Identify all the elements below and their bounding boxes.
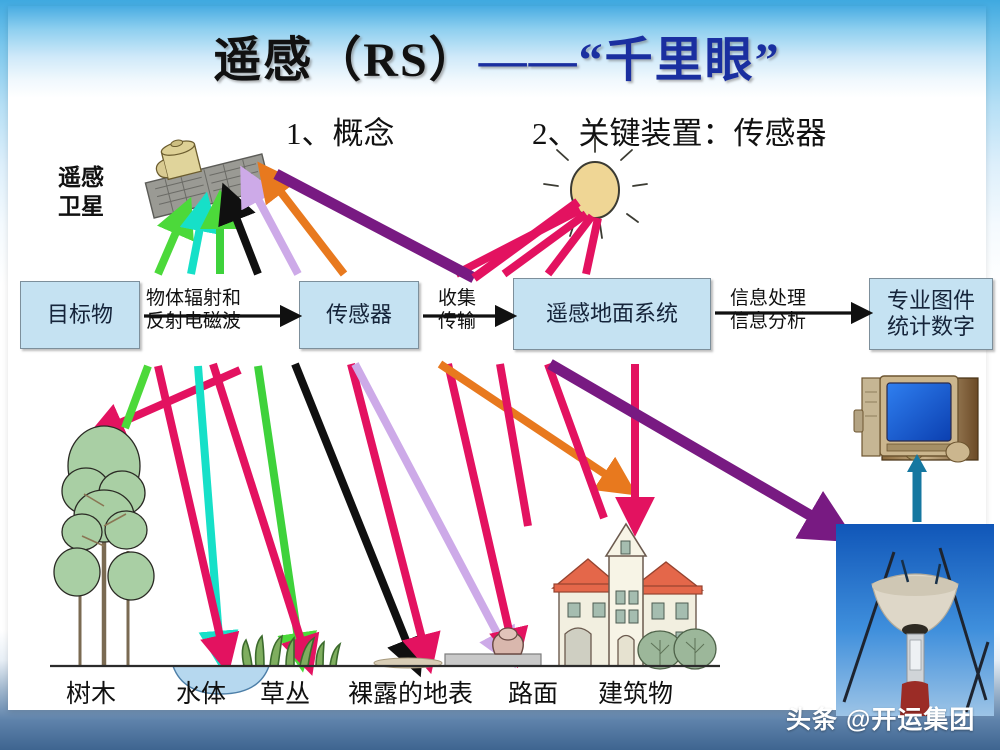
flow-label-radiate-line1: 物体辐射和	[146, 288, 242, 309]
water-body-illustration	[172, 665, 270, 695]
sun-ray-3	[544, 213, 596, 277]
upward-rays	[154, 161, 348, 277]
flow-box-sensor[interactable]: 传感器	[299, 281, 419, 349]
flow-box-ground-system-label: 遥感地面系统	[545, 301, 678, 327]
ray-to-road	[351, 362, 516, 669]
ray-to-dish-antenna	[547, 359, 857, 543]
ray-green-1	[154, 196, 194, 276]
title-band	[8, 6, 986, 98]
ground-label-trees: 树木	[66, 681, 117, 708]
flow-box-output[interactable]: 专业图件 统计数字	[869, 278, 993, 350]
sun-ray-2	[501, 210, 589, 278]
ray-crimson-road	[444, 363, 529, 669]
purple-downlink-upper	[273, 169, 581, 283]
satellite-label-line2: 卫星	[58, 193, 104, 219]
computer-monitor-icon	[853, 375, 979, 522]
ray-orange	[257, 161, 348, 277]
ray-lavender	[240, 165, 302, 276]
ray-from-tree	[121, 364, 152, 430]
flow-label-process-line2: 信息分析	[730, 311, 807, 333]
ground-label-road: 路面	[508, 681, 559, 708]
ground-label-water: 水体	[176, 681, 227, 708]
lower-rays	[84, 359, 857, 678]
satellite-icon	[144, 139, 272, 219]
ray-black	[218, 182, 262, 276]
ground-label-grass: 草丛	[260, 681, 311, 708]
flow-box-output-line2: 统计数字	[886, 314, 975, 339]
flow-box-sensor-label: 传感器	[325, 302, 392, 328]
arrow-to-monitor-head	[907, 454, 927, 472]
flow-label-radiate: 物体辐射和 反射电磁波	[146, 287, 241, 333]
subhead-key-device: 2、关键装置：传感器	[532, 116, 827, 151]
ray-crimson-bare	[347, 362, 441, 675]
ray-crimson-water	[154, 365, 240, 675]
ray-cyan	[179, 191, 219, 275]
watermark: 头条 @开运集团	[786, 706, 976, 734]
flow-box-target[interactable]: 目标物	[20, 281, 140, 349]
flow-label-process: 信息处理 信息分析	[730, 287, 806, 333]
ground-label-building: 建筑物	[598, 681, 674, 708]
content-panel: 遥感（RS）——“千里眼” 1、概念 2、关键装置：传感器 遥感 卫星	[8, 6, 994, 716]
crimson-segment	[471, 198, 581, 282]
flow-label-collect-line2: 传输	[438, 311, 477, 333]
title-main: 遥感（RS）	[213, 34, 479, 87]
dish-antenna-photo	[836, 524, 994, 716]
flow-label-process-line1: 信息处理	[730, 288, 807, 309]
subhead-concept: 1、概念	[286, 116, 395, 151]
ray-orange-building	[437, 360, 638, 496]
ray-to-bare-soil	[291, 362, 425, 678]
flow-label-radiate-line2: 反射电磁波	[146, 311, 242, 333]
page-title: 遥感（RS）——“千里眼”	[8, 20, 986, 90]
ray-crimson-building-3	[496, 363, 532, 527]
building-illustration	[551, 522, 717, 670]
satellite-label: 遥感 卫星	[36, 164, 126, 222]
flow-box-target-label: 目标物	[46, 302, 113, 328]
remote-sensing-illustration	[50, 137, 979, 695]
purple-segment	[273, 169, 477, 283]
ray-crimson-grass	[209, 362, 320, 676]
flow-box-ground-system[interactable]: 遥感地面系统	[513, 278, 711, 350]
flow-label-collect: 收集 传输	[438, 287, 476, 333]
grass-illustration	[241, 634, 342, 667]
ground-label-bare-soil: 裸露的地表	[348, 681, 474, 708]
trees-illustration	[53, 425, 155, 666]
flow-box-output-line1: 专业图件	[886, 288, 975, 314]
flow-label-collect-line1: 收集	[438, 288, 477, 309]
ray-crimson-building-2	[544, 362, 608, 520]
sun-ray-4	[582, 217, 602, 275]
satellite-label-line1: 遥感	[58, 165, 104, 190]
title-subtitle: ——“千里眼”	[478, 34, 781, 87]
